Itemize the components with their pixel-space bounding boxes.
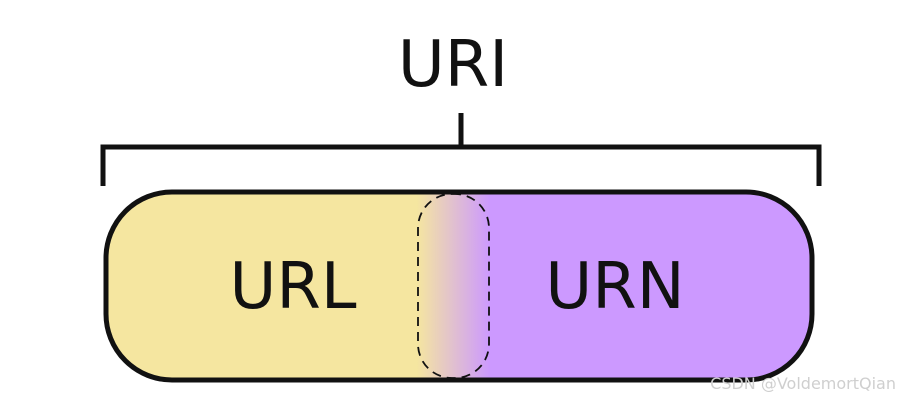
pill-outline: [103, 189, 815, 383]
overlap-region: [417, 192, 490, 380]
uri-label: URI: [398, 28, 508, 102]
watermark: CSDN @VoldemortQian: [710, 374, 896, 393]
urn-region: [450, 192, 812, 380]
url-region: [106, 192, 460, 380]
urn-label: URN: [545, 250, 684, 324]
uri-pill: [106, 192, 812, 380]
uri-bracket: [100, 113, 822, 186]
url-label: URL: [230, 250, 357, 324]
